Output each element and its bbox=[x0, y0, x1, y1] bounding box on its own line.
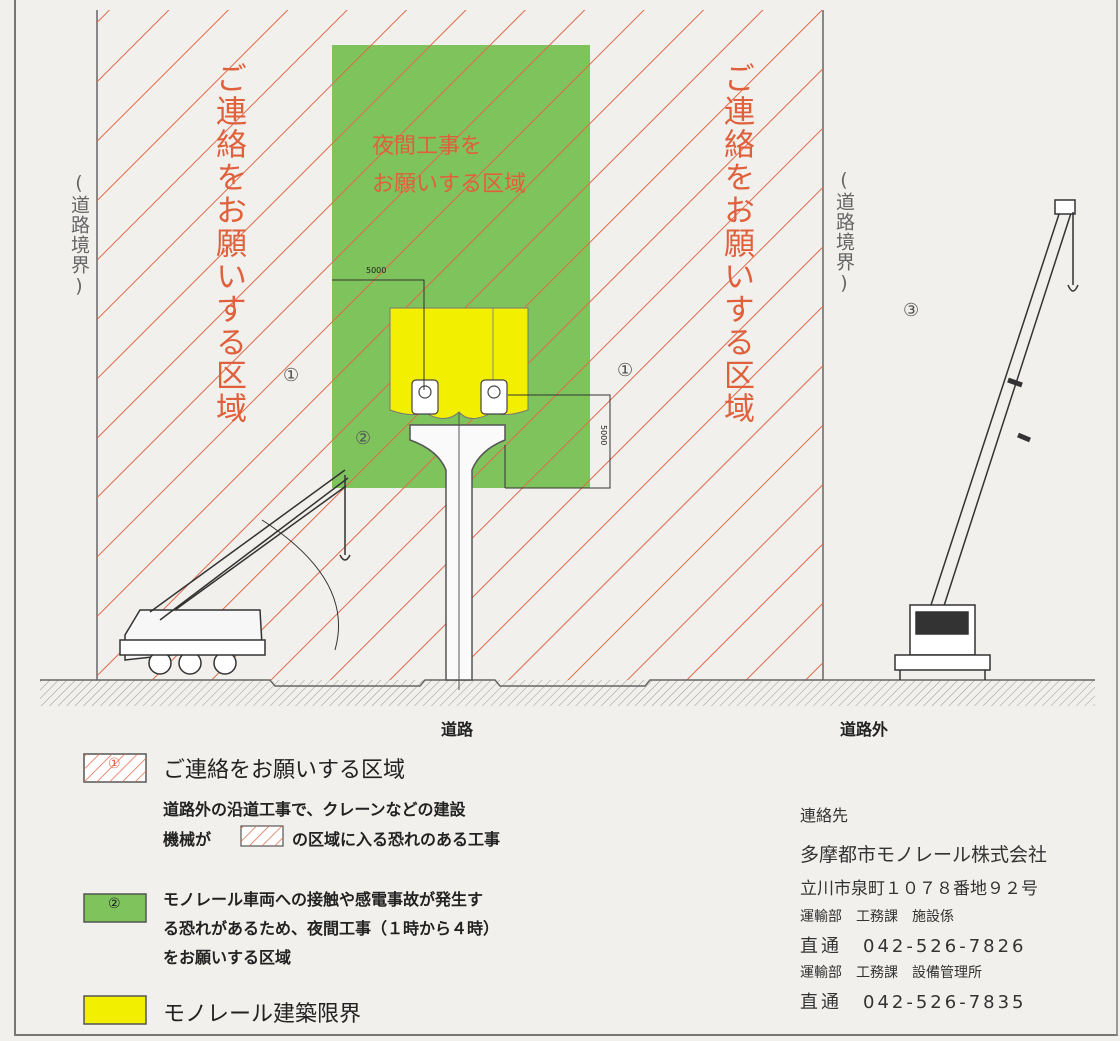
truck-crane-right bbox=[894, 199, 1079, 680]
legend-item2-text: モノレール車両への接触や感電事故が発生す る恐れがあるため、夜間工事（１時から４… bbox=[163, 885, 499, 972]
contact-heading: 連絡先 bbox=[800, 806, 849, 825]
road-boundary-label-left: (道路境界) bbox=[66, 168, 93, 302]
legend-item1-title: ご連絡をお願いする区域 bbox=[163, 758, 406, 783]
contact-zone-label-left: ご連絡をお願いする区域 bbox=[210, 62, 246, 425]
road-boundary-label-right: (道路境界) bbox=[831, 165, 858, 299]
road-label: 道路 bbox=[441, 720, 474, 739]
legend-green-swatch bbox=[83, 893, 147, 923]
legend-item1-desc-line1: 道路外の沿道工事で、クレーンなどの建設 bbox=[163, 800, 466, 819]
dimension-line-horizontal bbox=[332, 279, 425, 390]
legend-item1-desc-line2-pre: 機械が bbox=[163, 830, 212, 849]
legend-item2-line3: をお願いする区域 bbox=[163, 948, 292, 967]
contact-dept1: 運輸部 工務課 施設係 bbox=[800, 909, 954, 925]
truck-crane-left bbox=[119, 469, 351, 675]
legend-item2-line1: モノレール車両への接触や感電事故が発生す bbox=[163, 890, 484, 909]
legend-yellow-swatch bbox=[83, 995, 147, 1025]
contact-dept2: 運輸部 工務課 設備管理所 bbox=[800, 965, 982, 981]
legend-item1-marker: ① bbox=[108, 756, 121, 772]
ground-hatch bbox=[40, 680, 1095, 706]
night-zone-label-line1: 夜間工事を bbox=[372, 134, 483, 159]
zone-marker-1-right: ① bbox=[617, 360, 634, 381]
night-zone-label-line2: お願いする区域 bbox=[372, 172, 527, 197]
zone-marker-2: ② bbox=[355, 428, 372, 449]
dimension-label-horizontal: 5000 bbox=[366, 266, 387, 275]
legend-item2-line2: る恐れがあるため、夜間工事（１時から４時） bbox=[163, 919, 500, 938]
contact-zone-label-right: ご連絡をお願いする区域 bbox=[718, 62, 754, 425]
night-zone-label: 夜間工事を お願いする区域 bbox=[372, 128, 526, 204]
contact-phone1: 直通 042-526-7826 bbox=[800, 936, 1027, 957]
bogie-right bbox=[480, 379, 508, 415]
legend-item3-text: モノレール建築限界 bbox=[163, 1002, 362, 1027]
dimension-line-vertical bbox=[505, 394, 611, 489]
contact-phone2: 直通 042-526-7835 bbox=[800, 992, 1027, 1013]
contact-address: 立川市泉町１０７８番地９２号 bbox=[800, 879, 1038, 899]
outer-frame bbox=[14, 0, 1118, 1036]
zone-marker-1-left: ① bbox=[283, 365, 300, 386]
off-road-label: 道路外 bbox=[840, 720, 889, 739]
contact-company: 多摩都市モノレール株式会社 bbox=[800, 844, 1048, 866]
bogie-left bbox=[411, 379, 439, 415]
zone-marker-3: ③ bbox=[903, 300, 920, 321]
dimension-label-vertical: 5000 bbox=[599, 425, 608, 446]
legend-item1-desc-line2-post: の区域に入る恐れのある工事 bbox=[292, 830, 501, 849]
legend-item2-marker: ② bbox=[108, 896, 121, 912]
